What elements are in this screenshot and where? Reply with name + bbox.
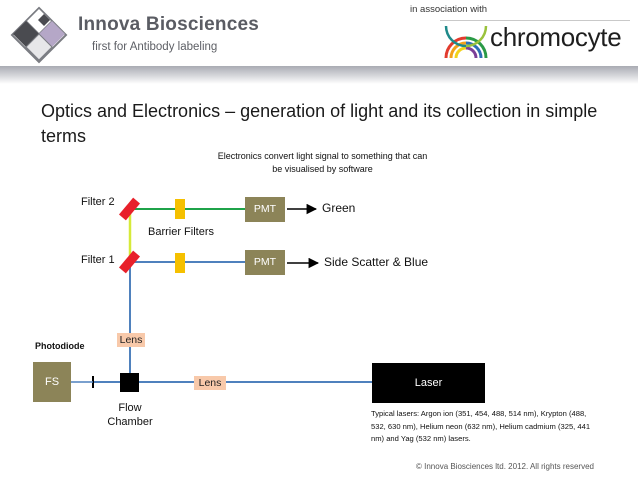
brand-name: Innova Biosciences: [78, 14, 260, 35]
chromocyte-logo-icon: [444, 24, 488, 60]
filter-2-mirror: [118, 197, 141, 221]
pmt-bottom-box: PMT: [245, 250, 285, 275]
lens-horizontal-label: Lens: [194, 376, 226, 390]
fs-box: FS: [33, 362, 71, 402]
slide-title: Optics and Electronics – generation of l…: [41, 101, 598, 146]
barrier-filters-label: Barrier Filters: [148, 226, 215, 238]
output-green-label: Green: [322, 201, 356, 215]
filter-1-mirror: [118, 250, 141, 274]
header: Innova Biosciences first for Antibody la…: [0, 0, 638, 68]
barrier-filter-bottom: [175, 253, 185, 273]
association-text: in association with: [410, 4, 488, 15]
filter-2-label: Filter 2: [81, 196, 115, 208]
photodiode-label: Photodiode: [35, 341, 85, 351]
lens-vertical-label: Lens: [117, 333, 145, 347]
copyright-text: © Innova Biosciences ltd. 2012. All righ…: [416, 462, 594, 471]
flow-chamber-cell: [120, 373, 139, 392]
flow-chamber-label: Flow Chamber: [107, 402, 153, 428]
filter-1-label: Filter 1: [81, 254, 115, 266]
partner-name: chromocyte: [490, 22, 622, 52]
association-divider: [440, 20, 630, 21]
barrier-filter-top: [175, 199, 185, 219]
output-side-scatter-label: Side Scatter & Blue: [324, 255, 429, 269]
brand-tagline: first for Antibody labeling: [92, 41, 218, 53]
innova-logo-icon: [10, 6, 68, 64]
pmt-top-box: PMT: [245, 197, 285, 222]
typical-lasers-note: Typical lasers: Argon ion (351, 454, 488…: [371, 409, 591, 443]
header-gradient-bar: [0, 66, 638, 84]
electronics-note: Electronics convert light signal to some…: [217, 151, 428, 174]
laser-box: Laser: [372, 363, 485, 403]
